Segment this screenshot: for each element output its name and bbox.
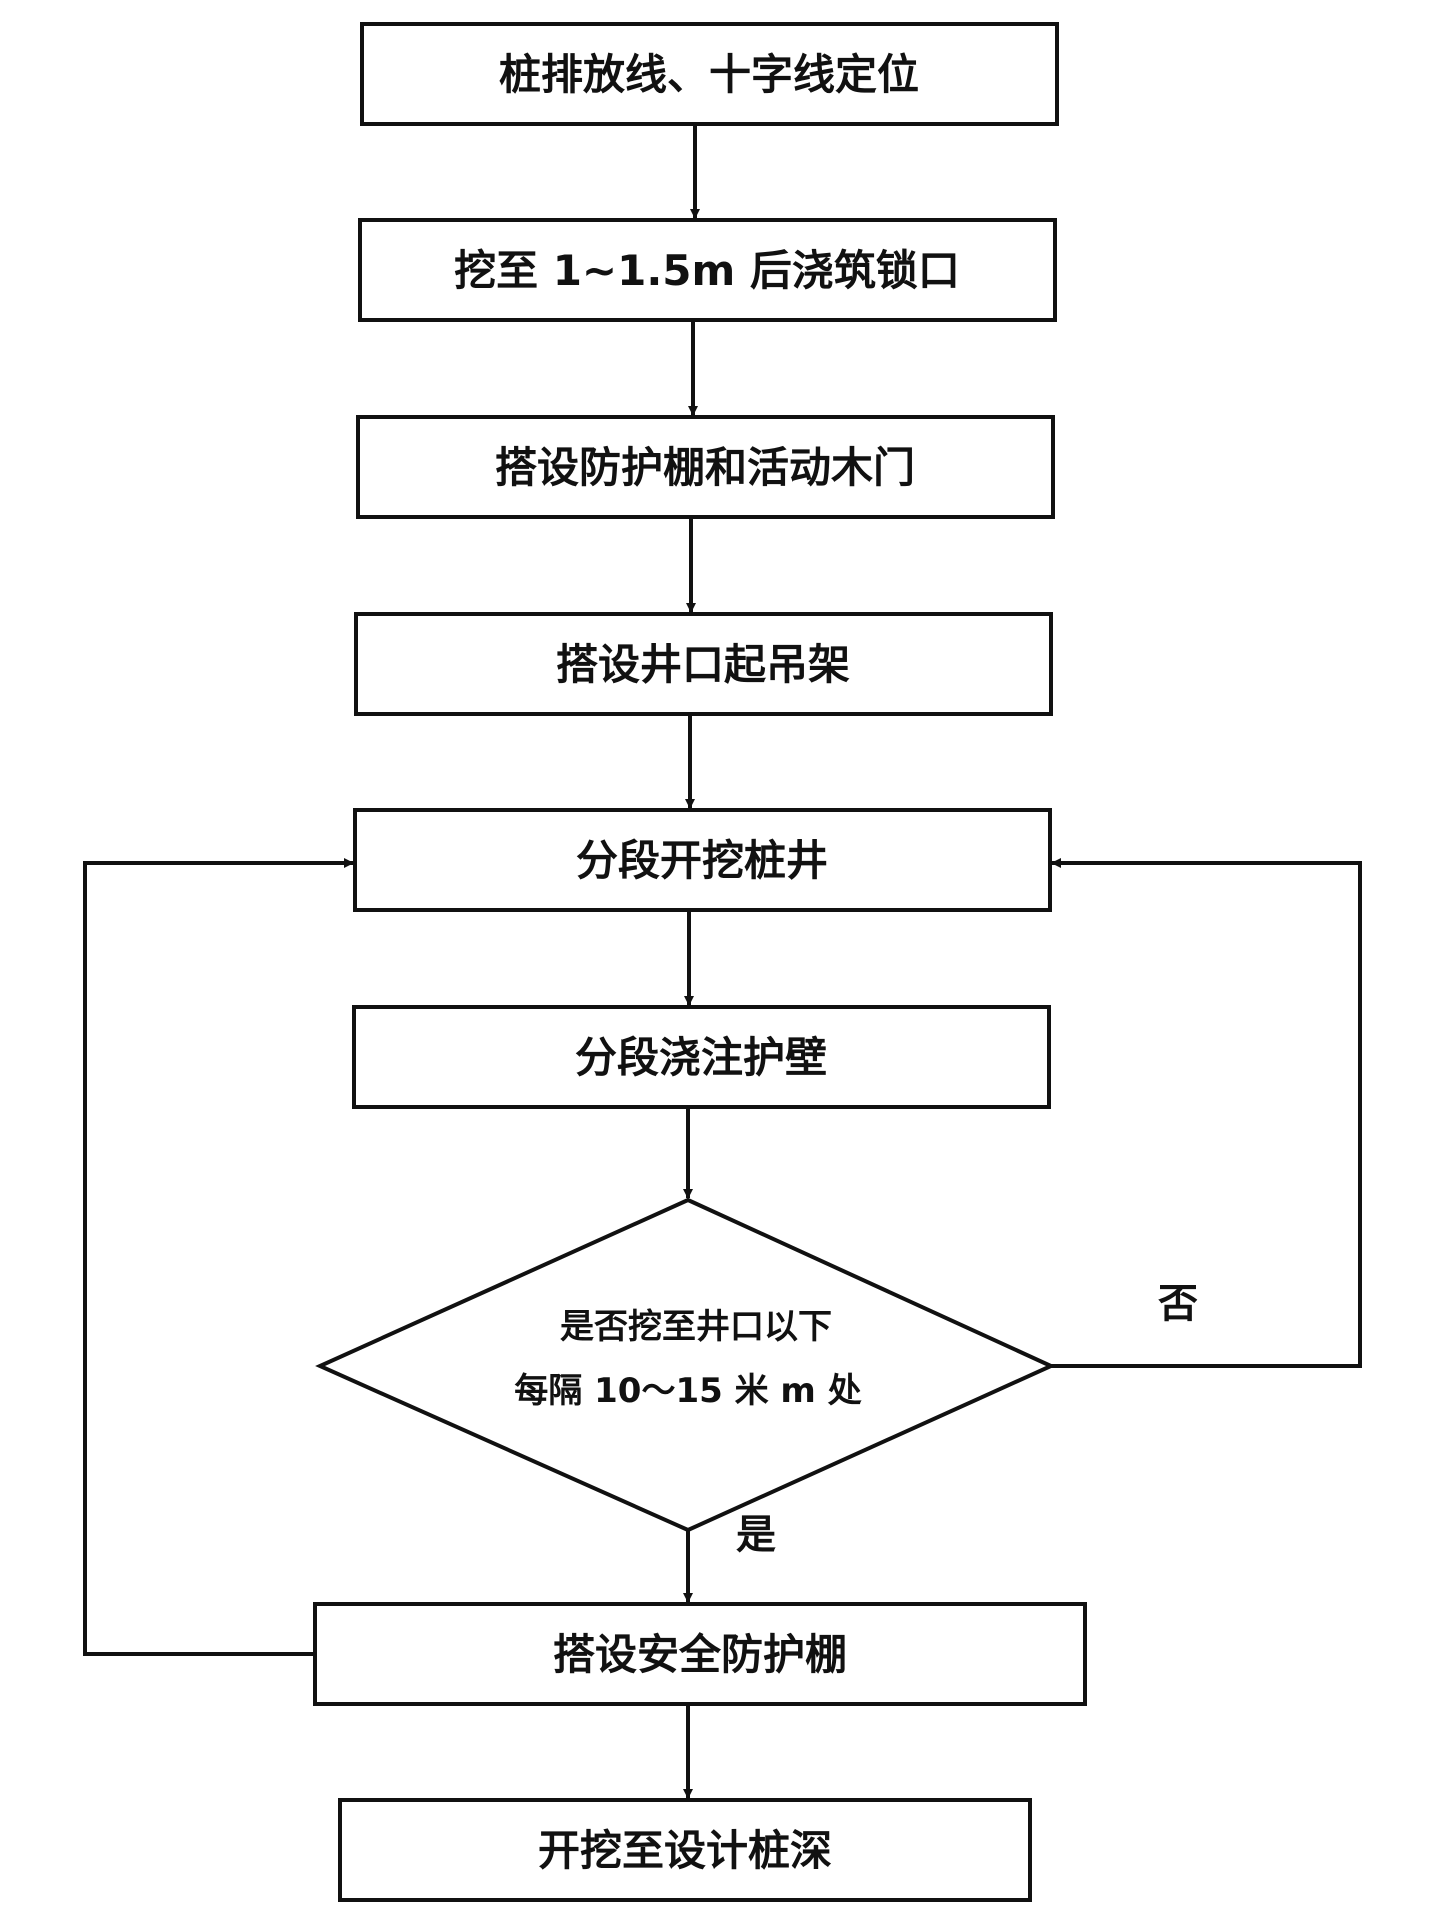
branch-yes-label: 是 — [736, 1512, 776, 1558]
step-final-depth-label: 开挖至设计桩深 — [538, 1826, 832, 1875]
decision-line-2: 每隔 10～15 米 m 处 — [514, 1371, 861, 1411]
step-protective-shed-door-label: 搭设防护棚和活动木门 — [495, 443, 915, 492]
decision-line-1: 是否挖至井口以下 — [560, 1307, 832, 1347]
step-stake-layout-label: 桩排放线、十字线定位 — [499, 50, 919, 99]
step-segment-wall-pour-label: 分段浇注护壁 — [575, 1033, 827, 1082]
step-final-depth-node: 开挖至设计桩深 — [340, 1800, 1030, 1900]
arrow-decision-no-loop — [1051, 863, 1360, 1366]
branch-no-label: 否 — [1158, 1281, 1198, 1327]
decision-depth-check-diamond — [320, 1200, 1051, 1530]
step-dig-lock-collar-node: 挖至 1~1.5m 后浇筑锁口 — [360, 220, 1055, 320]
step-segment-excavation-node: 分段开挖桩井 — [355, 810, 1050, 910]
step-dig-lock-collar-label: 挖至 1~1.5m 后浇筑锁口 — [454, 246, 960, 295]
arrow-step7-loop-back — [85, 863, 353, 1654]
step-safety-shed-node: 搭设安全防护棚 — [315, 1604, 1085, 1704]
step-hoist-frame-label: 搭设井口起吊架 — [556, 640, 850, 689]
step-protective-shed-door-node: 搭设防护棚和活动木门 — [358, 417, 1053, 517]
decision-depth-check-node: 是否挖至井口以下 每隔 10～15 米 m 处 — [320, 1200, 1051, 1530]
step-segment-excavation-label: 分段开挖桩井 — [576, 836, 828, 885]
step-stake-layout-node: 桩排放线、十字线定位 — [362, 24, 1057, 124]
step-safety-shed-label: 搭设安全防护棚 — [553, 1630, 847, 1679]
step-hoist-frame-node: 搭设井口起吊架 — [356, 614, 1051, 714]
step-segment-wall-pour-node: 分段浇注护壁 — [354, 1007, 1049, 1107]
